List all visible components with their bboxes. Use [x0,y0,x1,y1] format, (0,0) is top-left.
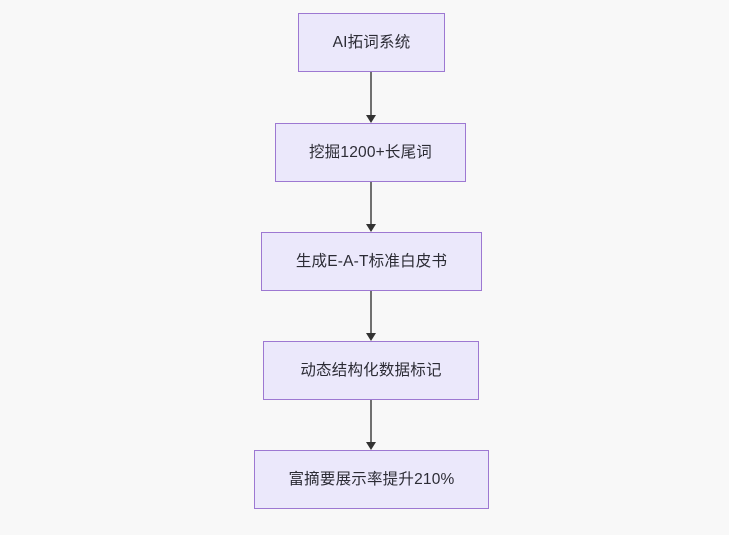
arrowhead-icon [366,333,376,341]
flow-node[interactable]: 挖掘1200+长尾词 [275,123,466,182]
flow-node-label: 挖掘1200+长尾词 [308,143,433,161]
arrowhead-icon [366,115,376,123]
flow-edge [362,72,380,123]
flow-node[interactable]: 生成E-A-T标准白皮书 [261,232,482,291]
arrowhead-icon [366,224,376,232]
flow-node[interactable]: 动态结构化数据标记 [263,341,479,400]
flow-node-label: 动态结构化数据标记 [300,361,442,379]
flow-node-label: AI拓词系统 [332,33,411,51]
arrowhead-icon [366,442,376,450]
flow-node-label: 生成E-A-T标准白皮书 [295,252,448,270]
flow-node[interactable]: AI拓词系统 [298,13,445,72]
flow-node[interactable]: 富摘要展示率提升210% [254,450,489,509]
flow-edge [362,400,380,450]
flow-edge [362,291,380,341]
flow-edge [362,182,380,232]
flow-node-label: 富摘要展示率提升210% [288,470,455,488]
